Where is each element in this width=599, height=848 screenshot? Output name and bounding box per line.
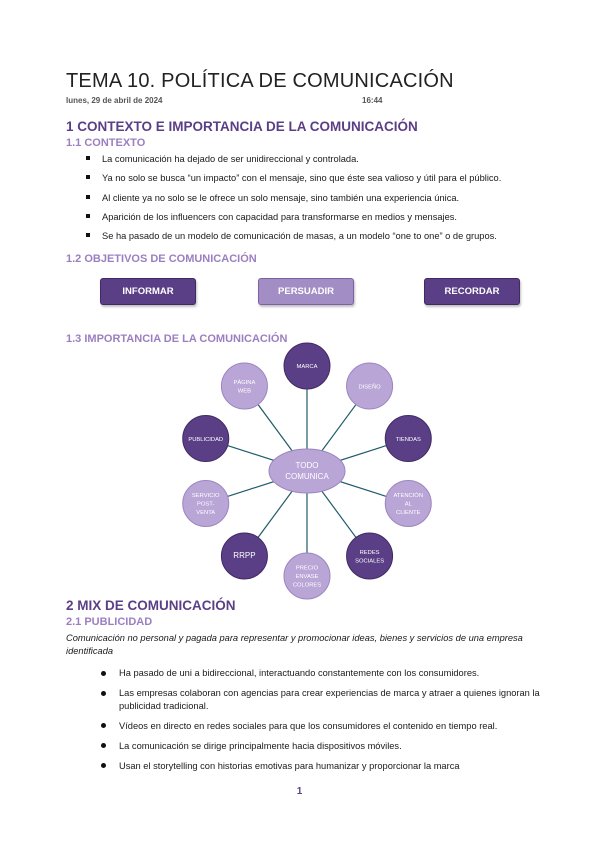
diagram-node — [220, 362, 268, 410]
list-item: Se ha pasado de un modelo de comunicació… — [84, 230, 501, 242]
list-item: La comunicación se dirige principalmente… — [100, 740, 540, 753]
node-label: ENVASE — [295, 574, 318, 580]
node-label: POST- — [197, 502, 214, 508]
diagram-node — [346, 362, 394, 410]
list-item: Usan el storytelling con historias emoti… — [100, 760, 540, 773]
publicidad-definition: Comunicación no personal y pagada para r… — [66, 633, 523, 656]
node-label: ATENCIÓN — [393, 492, 423, 499]
node-label: PRECIO — [296, 566, 319, 572]
center-node — [268, 448, 346, 494]
contexto-heading: 1.1 CONTEXTO — [66, 137, 146, 149]
list-item: Ya no solo se busca “un impacto” con el … — [84, 172, 501, 184]
persuadir-box: PERSUADIR — [258, 278, 354, 305]
page-number: 1 — [296, 786, 303, 797]
node-label: PUBLICIDAD — [188, 437, 223, 443]
page-date: lunes, 29 de abril de 2024 — [66, 96, 163, 105]
section2-heading: 2 MIX DE COMUNICACIÓN — [66, 598, 236, 613]
node-label: DISEÑO — [358, 383, 381, 390]
diagram-node — [384, 479, 432, 527]
informar-box: INFORMAR — [100, 278, 196, 305]
node-label: RRPP — [233, 551, 255, 560]
section1-heading: 1 CONTEXTO E IMPORTANCIA DE LA COMUNICAC… — [66, 119, 418, 134]
publicidad-heading: 2.1 PUBLICIDAD — [66, 616, 153, 628]
diagram-node — [182, 415, 230, 463]
diagram-node — [220, 532, 268, 580]
diagram-node — [384, 415, 432, 463]
list-item: Aparición de los influencers con capacid… — [84, 211, 501, 223]
node-label: AL — [405, 502, 413, 508]
diagram-node — [346, 532, 394, 580]
recordar-box: RECORDAR — [424, 278, 520, 305]
center-label: TODO — [296, 461, 319, 470]
node-label: WEB — [238, 389, 251, 395]
list-item: Al cliente ya no solo se le ofrece un so… — [84, 192, 501, 204]
list-item: Vídeos en directo en redes sociales para… — [100, 720, 540, 733]
node-label: CLIENTE — [396, 510, 421, 516]
contexto-list: La comunicación ha dejado de ser unidire… — [84, 153, 501, 249]
node-label: SERVICIO — [192, 493, 220, 499]
diagram-node — [283, 552, 331, 600]
publicidad-list: Ha pasado de uni a bidireccional, intera… — [100, 667, 540, 780]
list-item: La comunicación ha dejado de ser unidire… — [84, 153, 501, 165]
list-item: Ha pasado de uni a bidireccional, intera… — [100, 667, 540, 680]
center-label: COMUNICA — [285, 472, 329, 481]
page-time: 16:44 — [362, 96, 383, 105]
importancia-heading: 1.3 IMPORTANCIA DE LA COMUNICACIÓN — [66, 333, 288, 345]
list-item: Las empresas colaboran con agencias para… — [100, 687, 540, 712]
node-label: REDES — [360, 550, 380, 556]
diagram-node — [182, 479, 230, 527]
diagram-node — [283, 342, 331, 390]
node-label: VENTA — [196, 510, 215, 516]
node-label: COLORES — [293, 583, 321, 589]
node-label: SOCIALES — [355, 558, 384, 564]
node-label: TIENDAS — [396, 437, 421, 443]
page-title: TEMA 10. POLÍTICA DE COMUNICACIÓN — [66, 70, 454, 92]
node-label: PÁGINA — [233, 379, 255, 386]
node-label: MARCA — [297, 364, 318, 370]
objetivos-heading: 1.2 OBJETIVOS DE COMUNICACIÓN — [66, 253, 257, 265]
